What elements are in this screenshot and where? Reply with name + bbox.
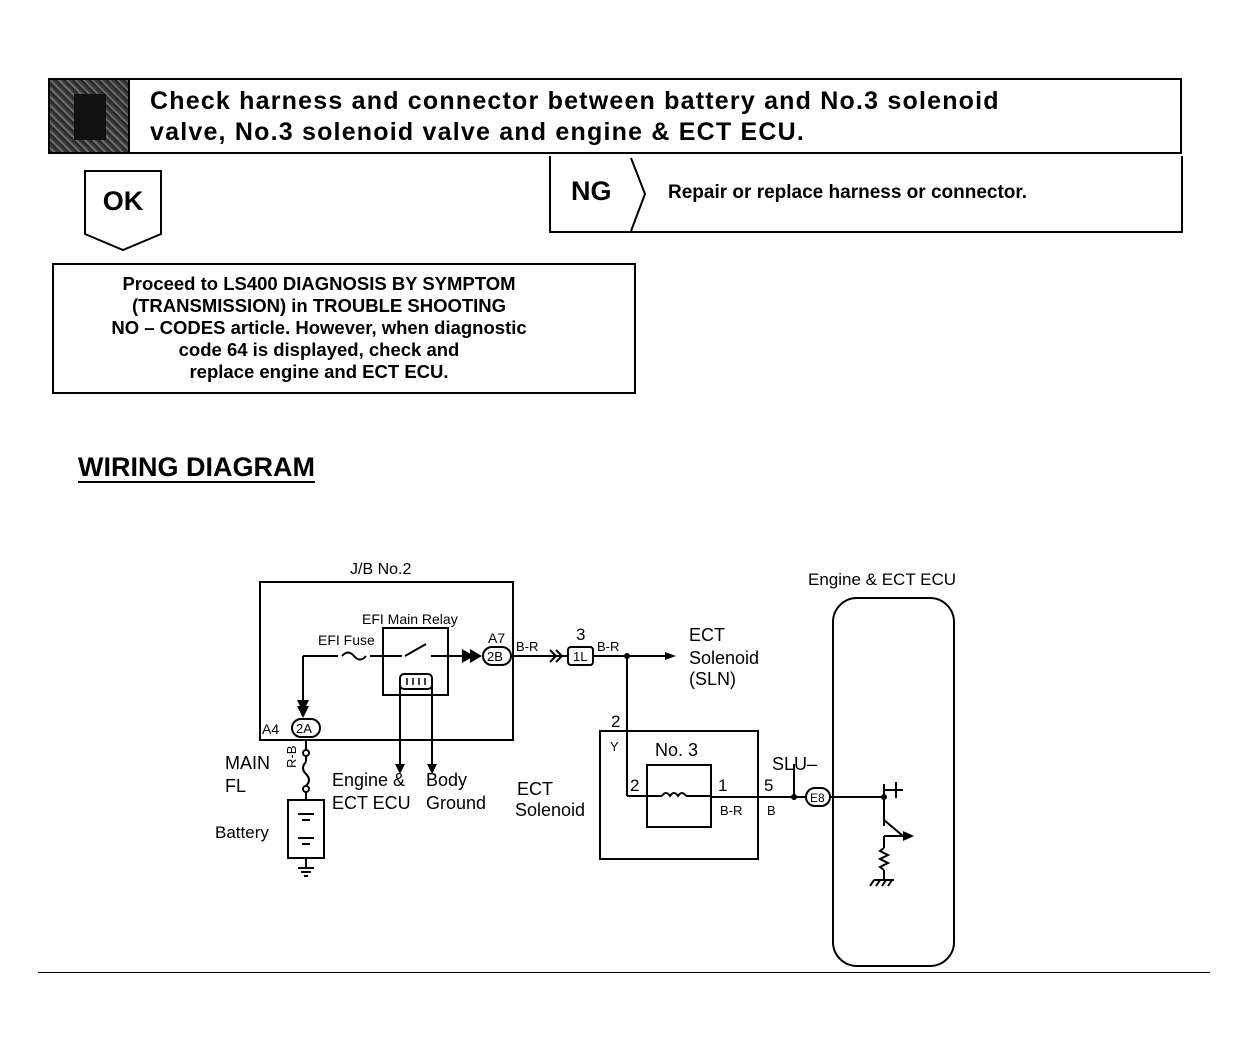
ect-sln-label-3: (SLN) — [689, 669, 736, 689]
wire-br-label-1: B-R — [516, 639, 538, 654]
wire-br-label-2: B-R — [597, 639, 619, 654]
main-fl-label-1: MAIN — [225, 753, 270, 773]
pin-a7: A7 — [488, 630, 505, 646]
step-box: Check harness and connector between batt… — [48, 78, 1182, 154]
battery-label: Battery — [215, 823, 269, 842]
battery-box — [287, 799, 325, 859]
connector-1l — [567, 646, 594, 666]
pin-2-top: 2 — [611, 712, 620, 731]
pin-5: 5 — [764, 776, 773, 795]
pin-2-inner: 2 — [630, 776, 639, 795]
ect-solenoid-label-1: ECT — [517, 779, 553, 799]
connector-e8-label: E8 — [810, 791, 825, 805]
efi-fuse-label: EFI Fuse — [318, 632, 375, 648]
wiring-diagram-title: WIRING DIAGRAM — [78, 452, 315, 482]
wire-br-label-3: B-R — [720, 803, 742, 818]
efi-main-relay-label: EFI Main Relay — [362, 611, 458, 627]
ect-sln-label-1: ECT — [689, 625, 725, 645]
slu-label: SLU– — [772, 754, 817, 774]
wire-y-label: Y — [610, 739, 619, 754]
wire-rb-label: R-B — [284, 746, 299, 768]
engine-ecu-label-1: Engine & — [332, 770, 405, 790]
efi-main-relay-box — [382, 627, 449, 696]
ng-action: Repair or replace harness or connector. — [668, 182, 1028, 203]
main-fl-label-2: FL — [225, 776, 246, 796]
proceed-box: Proceed to LS400 DIAGNOSIS BY SYMPTOM (T… — [52, 263, 636, 394]
ng-label: NG — [571, 176, 612, 206]
connector-2b — [482, 646, 512, 666]
step-instruction: Check harness and connector between batt… — [150, 87, 1000, 146]
body-ground-label-2: Ground — [426, 793, 486, 813]
ect-sln-label-2: Solenoid — [689, 648, 759, 668]
ng-arrow-divider — [630, 157, 647, 232]
connector-2a — [291, 718, 321, 738]
ng-box: NG Repair or replace harness or connecto… — [549, 156, 1183, 233]
proceed-instruction: Proceed to LS400 DIAGNOSIS BY SYMPTOM (T… — [111, 273, 527, 382]
step-marker-icon — [50, 80, 128, 152]
pin-1: 1 — [718, 776, 727, 795]
connector-2a-label: 2A — [296, 721, 312, 736]
connector-2b-label: 2B — [487, 649, 503, 664]
step-divider — [128, 80, 130, 152]
ect-solenoid-label-2: Solenoid — [515, 800, 585, 820]
ecu-title: Engine & ECT ECU — [808, 570, 956, 589]
body-ground-label-1: Body — [426, 770, 467, 790]
wire-b-label: B — [767, 803, 776, 818]
engine-ecu-label-2: ECT ECU — [332, 793, 411, 813]
jb-label: J/B No.2 — [350, 561, 411, 578]
no3-label: No. 3 — [655, 740, 698, 760]
connector-1l-label: 1L — [573, 649, 587, 664]
pin-3: 3 — [576, 625, 585, 644]
pin-a4: A4 — [262, 721, 279, 737]
connector-e8 — [805, 787, 831, 807]
ok-badge — [84, 170, 162, 252]
ect-solenoid-box — [599, 730, 759, 860]
junction-block-box — [259, 581, 514, 741]
ecu-box — [832, 597, 955, 967]
ok-label: OK — [102, 186, 144, 216]
footer-rule — [38, 972, 1210, 973]
